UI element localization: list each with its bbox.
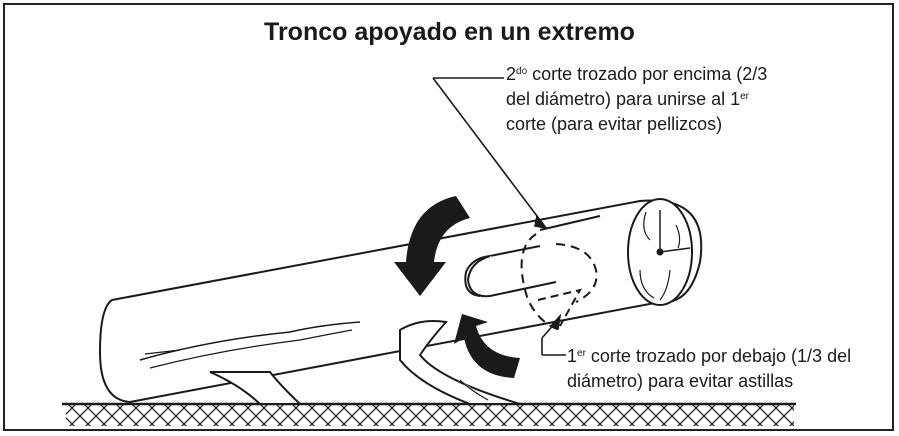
curved-arrow-up-icon bbox=[454, 314, 520, 378]
second-cut-line-2: del diámetro) para unirse al 1er bbox=[506, 89, 750, 109]
curved-arrow-down-icon bbox=[394, 196, 470, 296]
second-cut-callout: 2do corte trozado por encima (2/3 del di… bbox=[506, 62, 836, 137]
first-cut-line-2: diámetro) para evitar astillas bbox=[567, 371, 794, 391]
log bbox=[98, 198, 703, 404]
ground bbox=[62, 402, 796, 426]
first-cut-line-1: 1er corte trozado por debajo (1/3 del bbox=[567, 346, 852, 366]
first-cut-callout: 1er corte trozado por debajo (1/3 del di… bbox=[567, 344, 899, 394]
saw-cuts bbox=[464, 215, 601, 331]
leader-lines bbox=[432, 77, 566, 356]
second-cut-line-1: 2do corte trozado por encima (2/3 bbox=[506, 64, 768, 84]
branch-stub bbox=[209, 320, 521, 405]
second-cut-line-3: corte (para evitar pellizcos) bbox=[506, 114, 723, 134]
diagram-title: Tronco apoyado en un extremo bbox=[264, 18, 635, 46]
top-cut-slot bbox=[464, 215, 601, 297]
